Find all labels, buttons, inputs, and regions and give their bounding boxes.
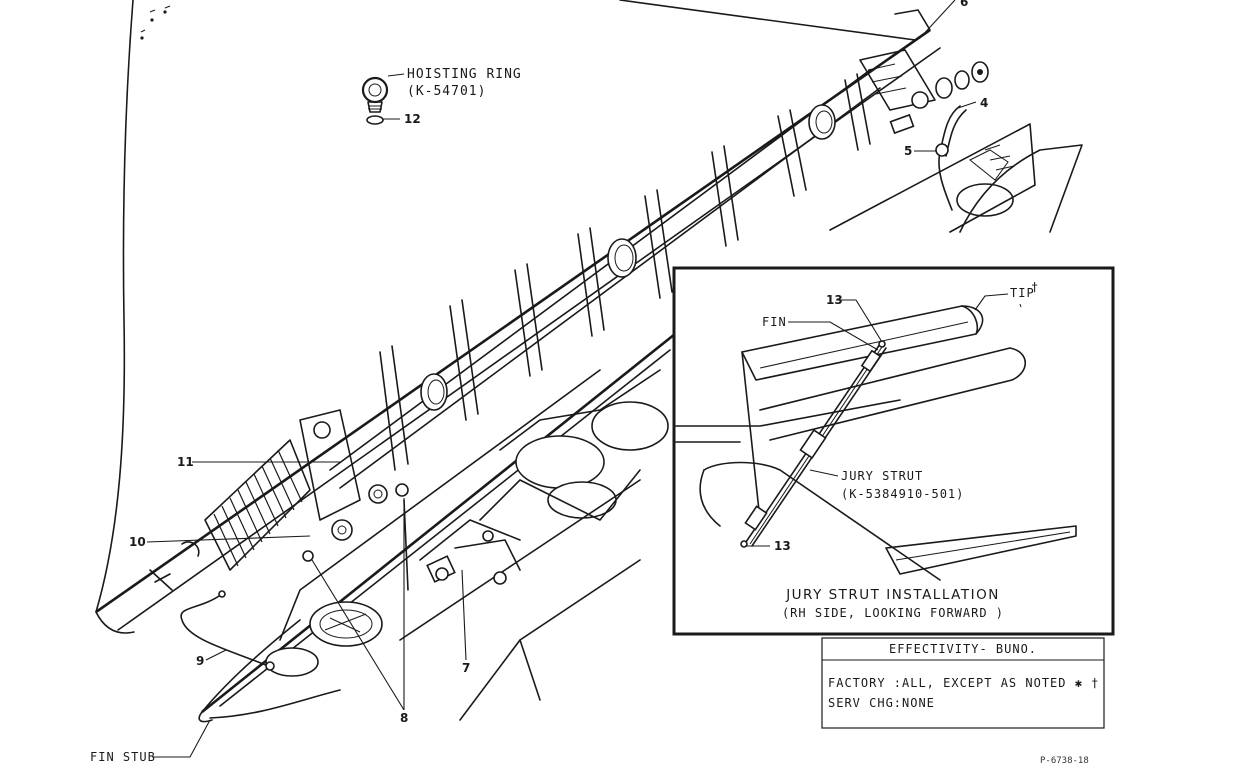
callout-8: 8: [400, 711, 408, 725]
effectivity-row-factory-key: FACTORY :: [828, 676, 902, 690]
figure-id: P-6738-18: [1040, 756, 1089, 766]
effectivity-row-factory-value: ALL, EXCEPT AS NOTED ✱ †: [902, 676, 1099, 690]
inset-subtitle: (RH SIDE, LOOKING FORWARD ): [782, 606, 1004, 620]
fuselage-outline: [95, 0, 171, 613]
hinge-fitting: [149, 409, 409, 591]
fin-panel: [95, 0, 941, 634]
callout-5: 5: [904, 144, 912, 158]
fin-stub-label: FIN STUB: [90, 750, 156, 764]
jury-strut-inset: [672, 266, 1115, 636]
hoisting-ring-part: [361, 73, 405, 125]
effectivity-title: EFFECTIVITY- BUNO.: [889, 642, 1037, 656]
callout-leaders: [146, 0, 977, 758]
inset-callout-13-upper: 13: [826, 293, 843, 307]
inset-tip-label: TIP: [1010, 286, 1035, 300]
jury-strut-label: JURY STRUT: [841, 469, 923, 483]
callout-9: 9: [196, 654, 204, 668]
callout-11: 11: [177, 455, 194, 469]
fin-stub-structure: [180, 328, 681, 723]
inset-callout-13-lower: 13: [774, 539, 791, 553]
callout-10: 10: [129, 535, 146, 549]
hoisting-ring-part-number: (K-54701): [407, 84, 486, 99]
inset-tip-mark: †: [1031, 280, 1039, 294]
hoisting-ring-label: HOISTING RING: [407, 67, 522, 82]
jury-strut-part-number: (K-5384910-501): [841, 487, 964, 501]
fold-hinge-detail: [829, 49, 1083, 233]
callout-7: 7: [462, 661, 470, 675]
rib-bays: [379, 73, 871, 471]
lightening-holes: [420, 104, 836, 411]
effectivity-table: [821, 637, 1105, 729]
callout-6: 6: [960, 0, 968, 9]
inset-title: JURY STRUT INSTALLATION: [785, 587, 1000, 603]
callout-12: 12: [404, 112, 421, 126]
effectivity-row-serv-chg-key: SERV CHG:: [828, 696, 902, 710]
callout-4: 4: [980, 96, 988, 110]
inset-fin-label: FIN: [762, 315, 787, 329]
effectivity-row-serv-chg-value: NONE: [902, 696, 935, 710]
